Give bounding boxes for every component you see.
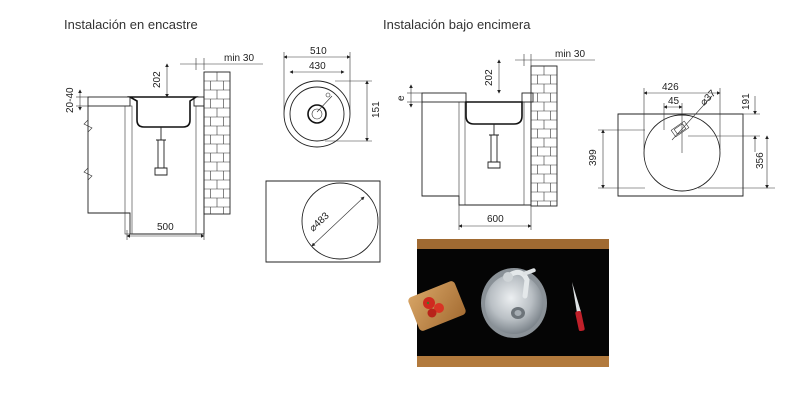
title-encastre: Instalación en encastre bbox=[64, 17, 198, 32]
dim-202-right: 202 bbox=[484, 69, 495, 86]
dim-min30-left: min 30 bbox=[224, 53, 254, 64]
drawing-encastre: min 30 202 20-40 500 bbox=[65, 53, 263, 240]
countertop-edge-top bbox=[417, 239, 609, 249]
cutout-slab bbox=[617, 113, 744, 197]
tomato bbox=[427, 308, 437, 318]
brick-wall-left bbox=[203, 71, 231, 215]
faucet-lever bbox=[522, 268, 536, 276]
sink-bowl bbox=[126, 96, 199, 128]
dim-202-left: 202 bbox=[152, 71, 163, 88]
tap-hole bbox=[670, 120, 690, 138]
title-bajo-encimera: Instalación bajo encimera bbox=[383, 17, 531, 32]
break-line bbox=[83, 167, 93, 181]
drawing-undermount-cutout: 426 45 ⌀37 191 399 356 bbox=[588, 82, 775, 197]
countertop-right bbox=[193, 96, 205, 107]
cabinet-side-right bbox=[523, 101, 532, 206]
countertop-left bbox=[87, 96, 131, 107]
sink-basin bbox=[485, 274, 543, 334]
cabinet-outline bbox=[87, 106, 205, 235]
knife-blade bbox=[572, 282, 581, 313]
sink-inner-bowl bbox=[289, 86, 345, 142]
dim-600: 600 bbox=[487, 214, 504, 225]
dim-426: 426 bbox=[662, 82, 679, 93]
dim-510: 510 bbox=[310, 46, 327, 57]
dim-45: 45 bbox=[668, 96, 680, 107]
tap-hole bbox=[325, 92, 331, 98]
siphon bbox=[487, 124, 501, 169]
cutout-slab bbox=[265, 180, 381, 263]
faucet bbox=[507, 269, 530, 299]
sink-bowl bbox=[465, 101, 523, 125]
drawing-bajo-encimera: min 30 202 e 600 bbox=[396, 49, 595, 230]
dim-min30-right: min 30 bbox=[555, 49, 585, 60]
knife-handle bbox=[575, 310, 585, 332]
dim-191: 191 bbox=[741, 93, 752, 110]
dim-151: 151 bbox=[371, 101, 382, 118]
dim-430: 430 bbox=[309, 61, 326, 72]
product-photo bbox=[408, 239, 609, 367]
dim-2040: 20-40 bbox=[65, 87, 76, 113]
cabinet-side-left bbox=[124, 105, 133, 235]
faucet-base bbox=[503, 272, 513, 282]
countertop-left bbox=[421, 92, 467, 103]
dim-e: e bbox=[396, 95, 407, 101]
cabinet-side-left bbox=[458, 101, 466, 206]
countertop-edge-bottom bbox=[417, 356, 609, 367]
sink-outer-rim bbox=[283, 80, 351, 148]
cabinet-outline bbox=[421, 102, 532, 206]
brick-wall-right bbox=[530, 65, 558, 207]
dim-37: ⌀37 bbox=[698, 88, 718, 108]
dim-356: 356 bbox=[755, 152, 766, 169]
cabinet-side-right bbox=[195, 105, 205, 235]
drawing-sink-plan: 510 430 151 ⌀483 bbox=[265, 46, 382, 263]
dim-500: 500 bbox=[157, 222, 174, 233]
dim-399: 399 bbox=[588, 149, 599, 166]
break-line bbox=[83, 119, 93, 133]
sink-drain bbox=[307, 104, 327, 124]
tomato bbox=[434, 303, 444, 313]
siphon bbox=[154, 127, 168, 176]
